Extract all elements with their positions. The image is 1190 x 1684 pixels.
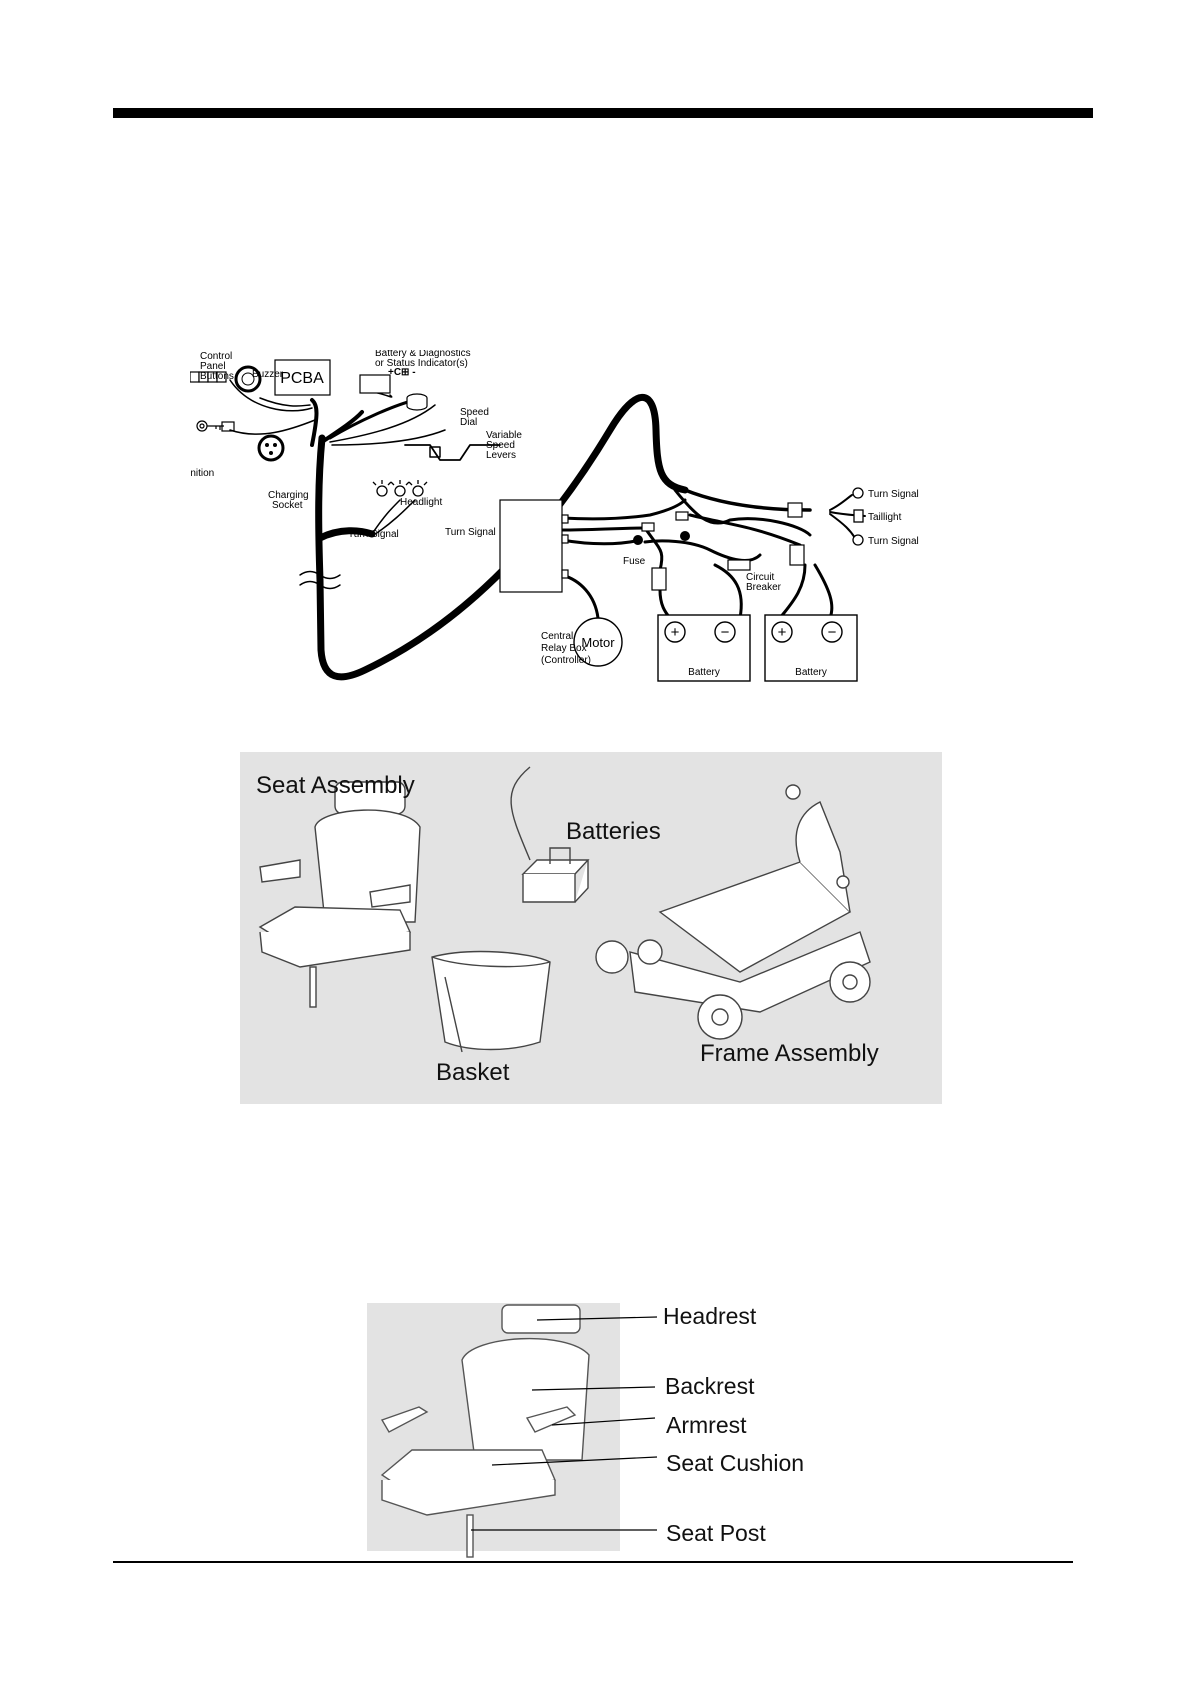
label-pcba: PCBA xyxy=(280,370,324,387)
harness-branch-top xyxy=(320,410,364,444)
harness-to-pcba xyxy=(310,398,319,447)
buzzer-icon xyxy=(234,365,262,393)
label-control-panel-1: Control xyxy=(200,351,232,362)
label-turn-signal-right: Turn Signal xyxy=(445,527,496,538)
label-relay-box-3: (Controller) xyxy=(541,655,591,666)
label-frame-assembly: Frame Assembly xyxy=(700,1040,879,1067)
pcba-box xyxy=(274,359,331,396)
label-variable-speed-3: Levers xyxy=(486,450,516,461)
charging-socket-icon xyxy=(257,434,285,462)
label-rear-turn-signal-bottom: Turn Signal xyxy=(868,536,919,547)
label-battery-1: Battery xyxy=(688,667,720,678)
battery-1-box xyxy=(657,614,751,682)
parts-illustration: Seat Assembly Batteries Basket Frame Ass… xyxy=(256,766,879,1086)
frame-assembly-illustration xyxy=(595,784,871,1040)
rear-lights-icon xyxy=(852,487,864,546)
label-battery-indicator-2: or Status Indicator(s) xyxy=(375,358,468,369)
wiring-diagram: Control Panel Buttons Buzzer PCBA Batter… xyxy=(190,350,919,682)
label-speed-dial-1: Speed xyxy=(460,407,489,418)
leader-seat-cushion xyxy=(491,1456,658,1466)
leader-armrest xyxy=(551,1417,656,1426)
battery-indicator-icon xyxy=(359,374,391,394)
label-speed-dial-2: Dial xyxy=(460,417,477,428)
batteries-illustration xyxy=(510,766,590,903)
label-batteries: Batteries xyxy=(566,818,661,845)
label-seat-cushion: Seat Cushion xyxy=(666,1450,804,1476)
label-battery-1-plus: + xyxy=(671,624,680,641)
label-battery-2-plus: + xyxy=(778,624,787,641)
parts-panel: Seat Assembly Batteries Basket Frame Ass… xyxy=(240,752,942,1104)
label-battery-indicator-1: Battery & Diagnostics xyxy=(375,350,471,359)
headlight-bulbs-icon xyxy=(372,480,428,497)
label-variable-speed-1: Variable xyxy=(486,430,522,441)
label-relay-box-1: Central xyxy=(541,631,573,642)
label-motor: Motor xyxy=(581,635,615,650)
label-taillight: Taillight xyxy=(868,512,902,523)
seat-callout-diagram: Headrest Backrest Armrest Seat Cushion S… xyxy=(380,1303,804,1558)
central-relay-box xyxy=(499,499,563,593)
label-basket: Basket xyxy=(436,1059,510,1086)
label-circuit-breaker-2: Breaker xyxy=(746,582,782,593)
label-fuse: Fuse xyxy=(623,556,646,567)
harness-branch-front xyxy=(316,527,376,542)
label-backrest: Backrest xyxy=(665,1373,755,1399)
label-headrest: Headrest xyxy=(663,1303,757,1329)
label-rear-turn-signal-top: Turn Signal xyxy=(868,489,919,500)
label-charging-socket-2: Socket xyxy=(272,500,303,511)
main-harness xyxy=(315,394,689,681)
label-control-panel-3: Buttons xyxy=(200,371,234,382)
label-ignition: Ignition xyxy=(190,468,214,479)
label-buzzer: Buzzer xyxy=(252,369,284,380)
battery-2-box xyxy=(764,614,858,682)
label-charging-socket-1: Charging xyxy=(268,490,309,501)
label-armrest: Armrest xyxy=(666,1412,747,1438)
footer-rule xyxy=(113,1561,1073,1563)
leader-headrest xyxy=(536,1316,658,1321)
label-battery-2: Battery xyxy=(795,667,827,678)
label-battery-2-minus: − xyxy=(828,624,837,641)
ignition-key-icon xyxy=(196,420,235,432)
speed-dial-icon xyxy=(406,393,428,411)
seat-assembly-illustration xyxy=(258,781,421,1008)
label-variable-speed-2: Speed xyxy=(486,440,515,451)
label-circuit-breaker-1: Circuit xyxy=(746,572,775,583)
label-battery-indicator-symbol: +C⊞ - xyxy=(388,367,416,378)
label-headlight: Headlight xyxy=(400,497,442,508)
circuit-breaker-icon xyxy=(727,559,751,571)
header-rule xyxy=(113,108,1093,118)
control-panel-buttons-icon xyxy=(190,371,227,383)
label-battery-1-minus: − xyxy=(721,624,730,641)
motor-icon xyxy=(573,617,623,667)
label-control-panel-2: Panel xyxy=(200,361,226,372)
basket-illustration xyxy=(431,950,551,1053)
label-relay-box-2: Relay Box xyxy=(541,643,587,654)
leader-backrest xyxy=(531,1386,656,1391)
label-seat-post: Seat Post xyxy=(666,1520,766,1546)
fuse-icon xyxy=(641,522,655,532)
label-seat-assembly: Seat Assembly xyxy=(256,772,415,799)
seat-illustration xyxy=(380,1304,590,1558)
label-turn-signal-left: Turn Signal xyxy=(348,529,399,540)
